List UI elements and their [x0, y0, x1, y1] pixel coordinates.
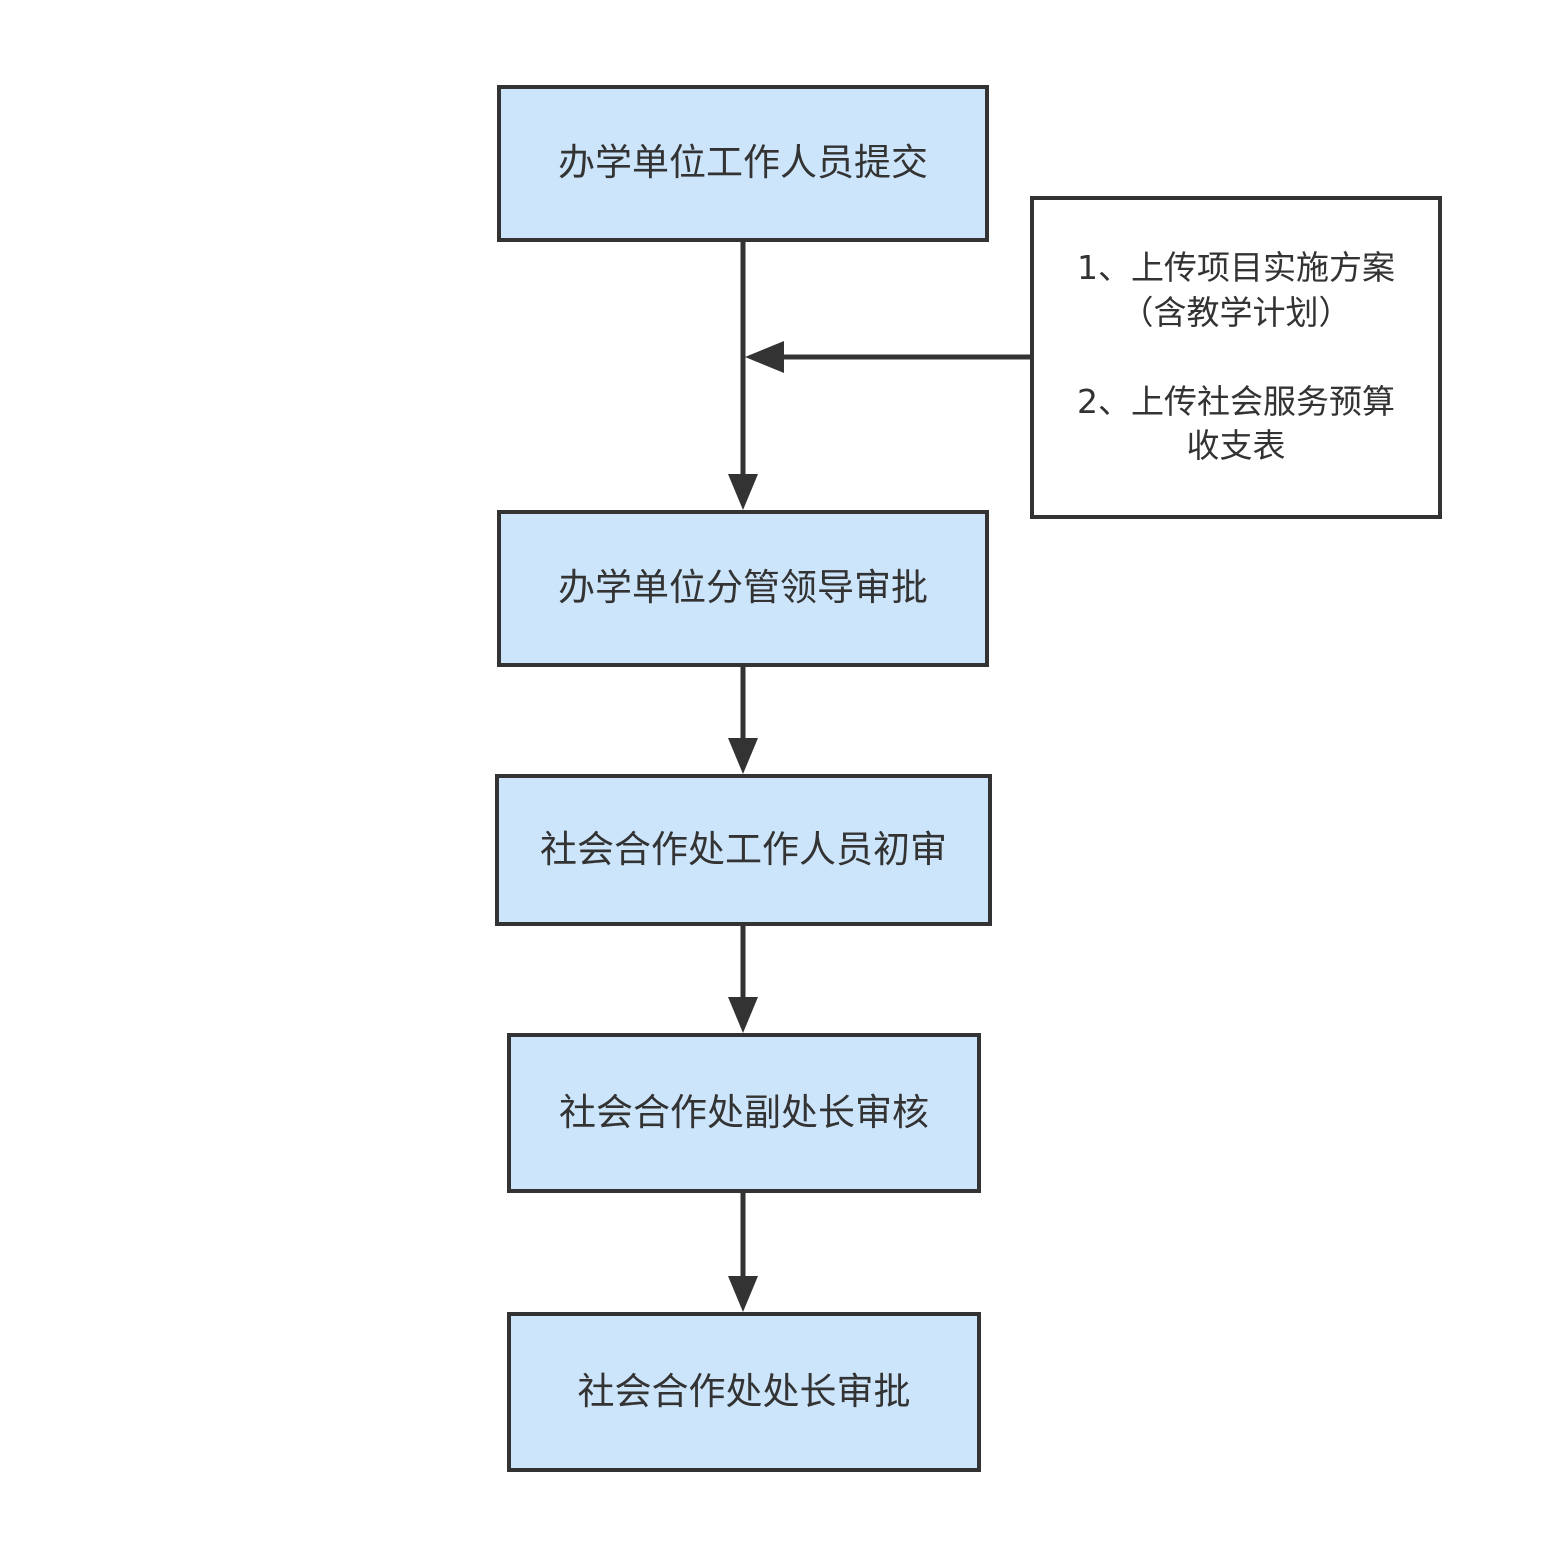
arrowhead-step2	[728, 474, 758, 510]
step-leader-approval-label: 办学单位分管领导审批	[558, 566, 928, 610]
upload-requirements-note: 1、上传项目实施方案 （含教学计划） 2、上传社会服务预算 收支表	[1030, 196, 1442, 519]
note-item-2-line-2: 收支表	[1186, 426, 1286, 466]
arrowhead-step3	[728, 738, 758, 774]
step-deputy-review: 社会合作处副处长审核	[507, 1033, 981, 1193]
arrowhead-step5	[728, 1276, 758, 1312]
step-submit: 办学单位工作人员提交	[497, 85, 989, 242]
note-item-2-line-1: 2、上传社会服务预算	[1077, 381, 1395, 421]
note-item-1-line-2: （含教学计划）	[1120, 292, 1352, 332]
step-initial-review-label: 社会合作处工作人员初审	[540, 827, 947, 871]
arrowhead-step4	[728, 997, 758, 1033]
step-submit-label: 办学单位工作人员提交	[558, 141, 928, 185]
step-director-approval-label: 社会合作处处长审批	[577, 1369, 911, 1413]
note-item-1-line-1: 1、上传项目实施方案	[1077, 248, 1395, 288]
step-deputy-review-label: 社会合作处副处长审核	[559, 1090, 929, 1134]
step-leader-approval: 办学单位分管领导审批	[497, 510, 989, 667]
arrowhead-note	[745, 341, 784, 373]
step-initial-review: 社会合作处工作人员初审	[495, 774, 992, 926]
step-director-approval: 社会合作处处长审批	[507, 1312, 981, 1472]
